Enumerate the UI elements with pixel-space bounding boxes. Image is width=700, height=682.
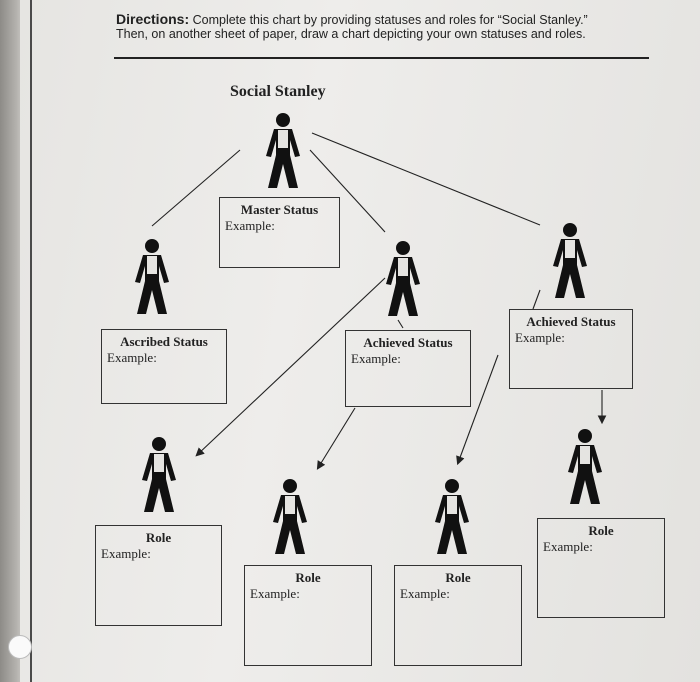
person-icon-role3 (435, 479, 469, 554)
line-to-achieved1 (309, 149, 386, 233)
master-status-heading: Master Status (240, 202, 319, 217)
role-box-1: Role Example: (95, 525, 222, 626)
person-icon-ascribed (135, 239, 169, 314)
arrow-to-role1 (195, 277, 386, 457)
master-status-box: Master Status Example: (219, 197, 340, 268)
worksheet-page (20, 0, 700, 682)
header-rule (114, 57, 649, 59)
person-icon-achieved1 (386, 241, 420, 316)
tick-achieved2 (532, 289, 541, 310)
person-icon-stanley (266, 113, 300, 188)
achieved-status-2-heading: Achieved Status (526, 314, 616, 329)
achieved-status-box-1: Achieved Status Example: (345, 330, 471, 407)
directions-line1: Complete this chart by providing statuse… (192, 13, 588, 27)
directions-text: Directions: Complete this chart by provi… (116, 12, 656, 41)
achieved-status-2-example: Example: (515, 330, 565, 345)
ascribed-status-heading: Ascribed Status (120, 334, 208, 349)
person-icon-achieved2 (553, 223, 587, 298)
master-status-example: Example: (225, 218, 275, 233)
directions-line2: Then, on another sheet of paper, draw a … (116, 27, 586, 41)
person-icon-role2 (273, 479, 307, 554)
arrow-to-role3 (456, 354, 499, 466)
page-edge (30, 0, 32, 682)
tick-achieved1 (397, 319, 404, 329)
role-box-3: Role Example: (394, 565, 522, 666)
ascribed-status-example: Example: (107, 350, 157, 365)
achieved-status-1-example: Example: (351, 351, 401, 366)
role-3-heading: Role (445, 570, 471, 585)
role-2-example: Example: (250, 586, 300, 601)
role-3-example: Example: (400, 586, 450, 601)
line-to-achieved2 (311, 132, 541, 226)
role-4-heading: Role (588, 523, 614, 538)
role-2-heading: Role (295, 570, 321, 585)
person-icon-role4 (568, 429, 602, 504)
role-box-2: Role Example: (244, 565, 372, 666)
achieved-status-1-heading: Achieved Status (363, 335, 453, 350)
role-1-heading: Role (145, 530, 172, 545)
role-1-example: Example: (101, 546, 151, 561)
chart-title: Social Stanley (230, 83, 326, 100)
line-to-ascribed (151, 149, 241, 227)
directions-label: Directions: (116, 11, 190, 27)
ascribed-status-box: Ascribed Status Example: (101, 329, 227, 404)
punch-hole (8, 635, 32, 659)
role-box-4: Role Example: (537, 518, 665, 618)
role-4-example: Example: (543, 539, 593, 554)
achieved-status-box-2: Achieved Status Example: (509, 309, 633, 389)
person-icon-role1 (142, 437, 176, 512)
arrow-to-role2 (316, 407, 356, 470)
